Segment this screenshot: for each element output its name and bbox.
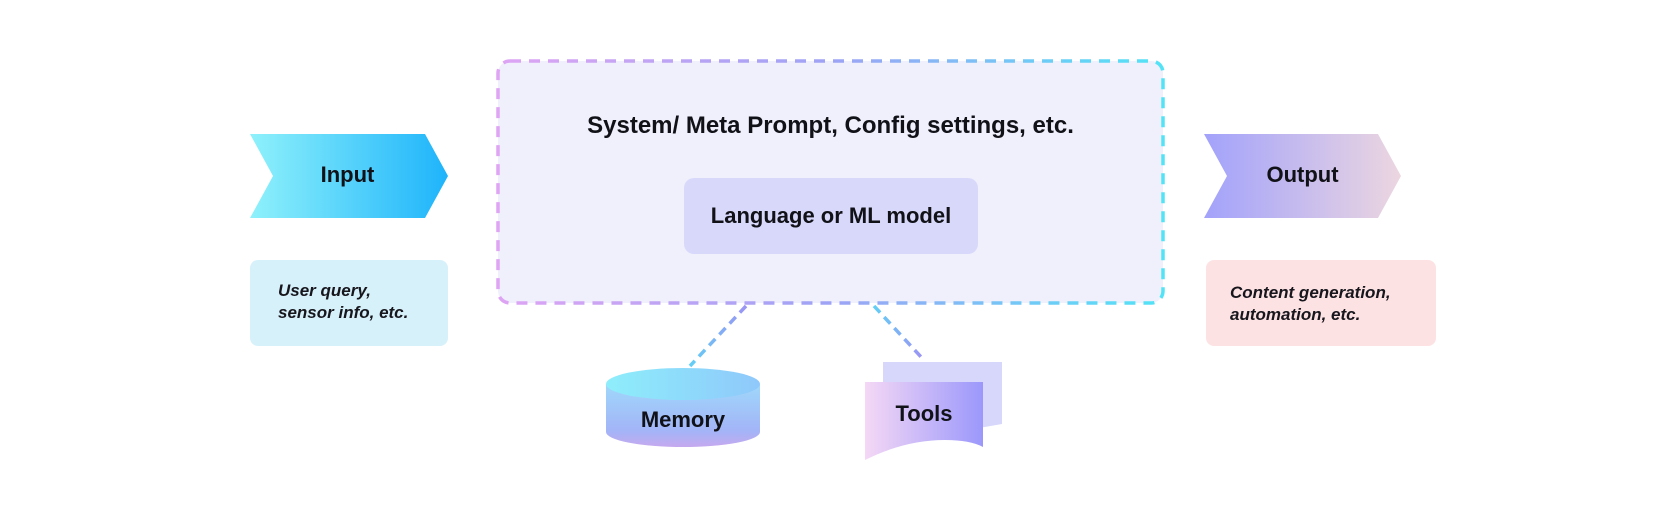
tools-documents — [865, 362, 1002, 460]
language-model-label: Language or ML model — [710, 203, 952, 228]
input-arrow — [250, 134, 448, 218]
output-note: Content generation, automation, etc. — [1206, 260, 1436, 346]
memory-cylinder — [606, 368, 760, 447]
input-note-line-2: sensor info, etc. — [278, 303, 409, 322]
output-note-line-1: Content generation, — [1230, 283, 1391, 302]
language-model-box: Language or ML model — [684, 178, 978, 254]
tools-connector — [872, 304, 924, 360]
output-arrow — [1204, 134, 1401, 218]
memory-connector — [688, 304, 748, 368]
output-label: Output — [1266, 162, 1339, 187]
system-prompt-label: System/ Meta Prompt, Config settings, et… — [587, 112, 1074, 139]
output-note-line-2: automation, etc. — [1230, 305, 1361, 324]
input-label: Input — [320, 162, 375, 187]
input-note-line-1: User query, — [278, 281, 371, 300]
tools-label: Tools — [895, 401, 953, 426]
memory-label: Memory — [640, 407, 726, 432]
input-note: User query, sensor info, etc. — [250, 260, 448, 346]
